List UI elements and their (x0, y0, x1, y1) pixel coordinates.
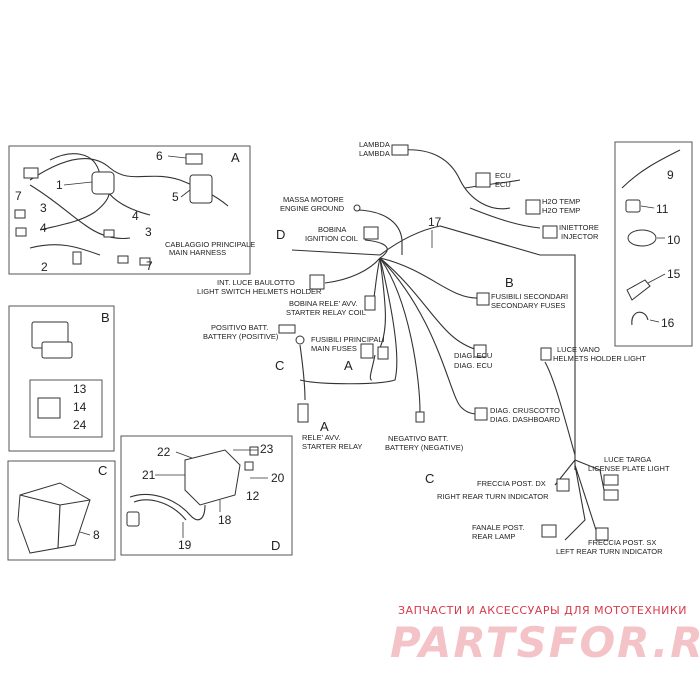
callout-22: 22 (157, 445, 171, 459)
fusibili-principali-label: FUSIBILI PRINCIPALI (311, 335, 385, 344)
ignition-coil-label: IGNITION COIL (305, 234, 358, 243)
relay-letter-a: A (320, 419, 329, 434)
callout-3b: 3 (145, 225, 152, 239)
panel-b-letter: B (101, 310, 110, 325)
cablaggio-label: CABLAGGIO PRINCIPALE (165, 240, 255, 249)
diag-dashboard-label: DIAG. DASHBOARD (490, 415, 561, 424)
secondary-fuses-label: SECONDARY FUSES (491, 301, 565, 310)
panel-a-main-harness: A 1 2 3 3 4 4 5 6 7 7 CABLAGGIO PRINCIPA… (8, 145, 255, 275)
panel-right-parts: 9 11 10 15 16 (614, 141, 693, 347)
callout-16: 16 (661, 316, 675, 330)
callout-20: 20 (271, 471, 285, 485)
rele-avv-label: RELE' AVV. (302, 433, 341, 442)
battery-negative-label: BATTERY (NEGATIVE) (385, 443, 464, 452)
callout-10: 10 (667, 233, 681, 247)
ecu-label-b: ECU (495, 180, 511, 189)
luce-targa-label: LUCE TARGA (604, 455, 651, 464)
callout-7b: 7 (146, 259, 153, 273)
panel-c-letter: C (98, 463, 107, 478)
diag-ecu-label-b: DIAG. ECU (454, 361, 492, 370)
panel-d-starter: D 22 23 21 20 12 18 19 (120, 435, 293, 556)
callout-2: 2 (41, 260, 48, 274)
wire-letter-d: D (276, 227, 285, 242)
callout-4b: 4 (132, 209, 139, 223)
callout-14: 14 (73, 400, 87, 414)
panel-b-relays: B 13 14 24 (8, 305, 115, 452)
callout-5: 5 (172, 190, 179, 204)
fusibili-secondari-label: FUSIBILI SECONDARI (491, 292, 568, 301)
starter-relay-label: STARTER RELAY (302, 442, 362, 451)
main-harness-label: MAIN HARNESS (169, 248, 226, 257)
engine-ground-label: ENGINE GROUND (280, 204, 345, 213)
negativo-batt-label: NEGATIVO BATT. (388, 434, 448, 443)
callout-15: 15 (667, 267, 681, 281)
watermark-tagline: ЗАПЧАСТИ И АКСЕССУАРЫ ДЛЯ МОТОТЕХНИКИ (398, 604, 687, 617)
light-switch-label: LIGHT SWITCH HELMETS HOLDER (197, 287, 322, 296)
rear-letter-c: C (425, 471, 434, 486)
watermark: ЗАПЧАСТИ И АКСЕССУАРЫ ДЛЯ МОТОТЕХНИКИ PA… (390, 604, 700, 667)
watermark-logo: PARTSFOR.RU (390, 618, 700, 667)
right-rear-turn-label: RIGHT REAR TURN INDICATOR (437, 492, 549, 501)
callout-8: 8 (93, 528, 100, 542)
lambda-label-b: LAMBDA (359, 149, 390, 158)
starter-relay-coil-label: STARTER RELAY COIL (286, 308, 366, 317)
callout-19: 19 (178, 538, 192, 552)
fanale-post-label: FANALE POST. (472, 523, 525, 532)
callout-1: 1 (56, 178, 63, 192)
massa-motore-label: MASSA MOTORE (283, 195, 344, 204)
callout-17: 17 (428, 215, 442, 229)
callout-12: 12 (246, 489, 260, 503)
panel-c-battery: C 8 (7, 460, 116, 561)
battery-positive-label: BATTERY (POSITIVE) (203, 332, 279, 341)
main-fuses-label: MAIN FUSES (311, 344, 357, 353)
int-luce-baulotto-label: INT. LUCE BAULOTTO (217, 278, 295, 287)
callout-18: 18 (218, 513, 232, 527)
freccia-post-sx-label: FRECCIA POST. SX (588, 538, 656, 547)
helmets-holder-light-label: HELMETS HOLDER LIGHT (553, 354, 646, 363)
fuse-letter-b: B (505, 275, 514, 290)
callout-6: 6 (156, 149, 163, 163)
fuse-letter-a: A (344, 358, 353, 373)
callout-11: 11 (656, 202, 669, 216)
positivo-batt-label: POSITIVO BATT. (211, 323, 268, 332)
schematic: 17 D C A B A C LAMBDA LAMBDA ECU ECU MAS… (197, 140, 670, 556)
callout-7a: 7 (15, 189, 22, 203)
iniettore-label: INIETTORE (559, 223, 599, 232)
left-rear-turn-label: LEFT REAR TURN INDICATOR (556, 547, 663, 556)
lambda-label-a: LAMBDA (359, 140, 390, 149)
diag-ecu-label-a: DIAG. ECU (454, 351, 492, 360)
h2o-temp-label-b: H2O TEMP (542, 206, 580, 215)
panel-d-letter: D (271, 538, 280, 553)
rear-lamp-label: REAR LAMP (472, 532, 515, 541)
wire-letter-c: C (275, 358, 284, 373)
panel-a-letter: A (231, 150, 240, 165)
license-plate-light-label: LICENSE PLATE LIGHT (588, 464, 670, 473)
injector-label: INJECTOR (561, 232, 599, 241)
callout-9: 9 (667, 168, 674, 182)
callout-21: 21 (142, 468, 156, 482)
freccia-post-dx-label: FRECCIA POST. DX (477, 479, 546, 488)
luce-vano-label: LUCE VANO (557, 345, 600, 354)
ecu-label-a: ECU (495, 171, 511, 180)
callout-3a: 3 (40, 201, 47, 215)
callout-23: 23 (260, 442, 274, 456)
callout-4a: 4 (40, 221, 47, 235)
callout-13: 13 (73, 382, 87, 396)
diag-cruscotto-label: DIAG. CRUSCOTTO (490, 406, 560, 415)
h2o-temp-label-a: H2O TEMP (542, 197, 580, 206)
bobina-label: BOBINA (318, 225, 346, 234)
callout-24: 24 (73, 418, 87, 432)
bobina-rele-label: BOBINA RELE' AVV. (289, 299, 358, 308)
